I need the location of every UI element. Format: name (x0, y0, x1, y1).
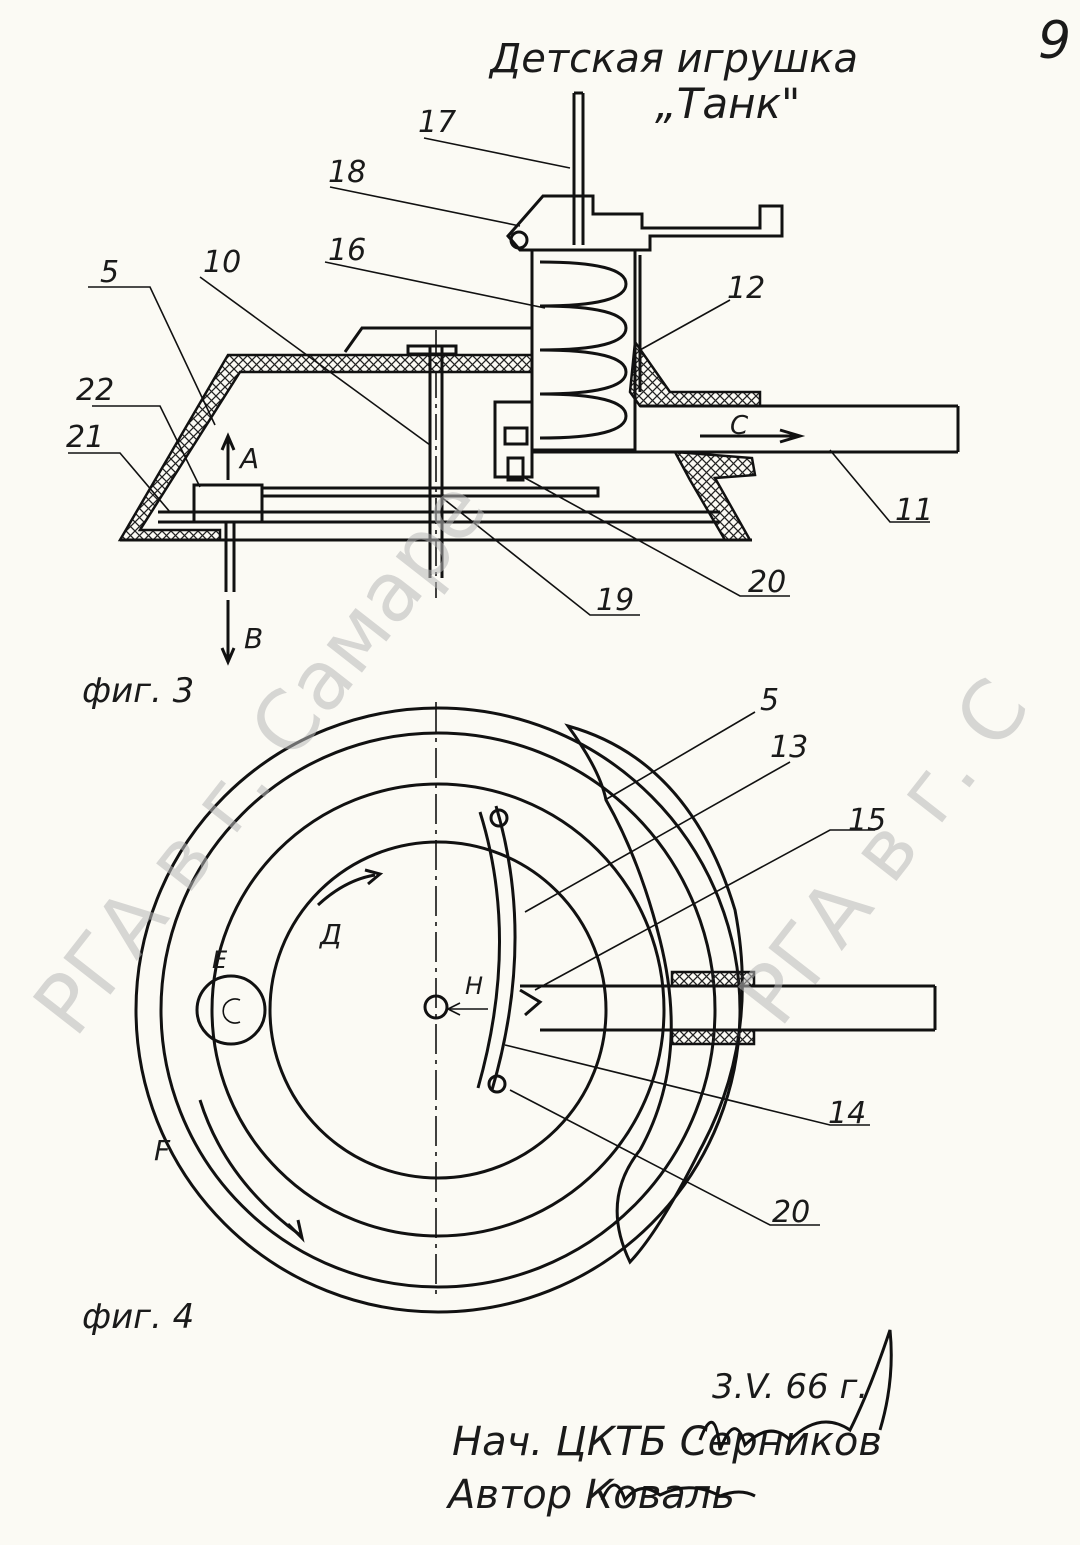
signature-date: 3.V. 66 г. (712, 1367, 868, 1407)
title-line-1: Детская игрушка (488, 36, 858, 82)
fig4-caption: фиг. 4 (82, 1297, 194, 1337)
fig4-wheel-e-label: E (212, 946, 228, 974)
hull-section-right (628, 338, 762, 408)
fig4-label-20: 20 (772, 1195, 810, 1230)
fig3-label-5: 5 (100, 255, 119, 290)
fig3-label-18: 18 (328, 155, 366, 190)
fig3-label-19: 19 (596, 583, 634, 618)
fig3-arrow-b-label: B (244, 622, 263, 655)
fig3-label-17: 17 (418, 105, 456, 140)
hull-section-left (117, 353, 534, 542)
fig3-label-20: 20 (748, 565, 786, 600)
fig3-label-11: 11 (895, 493, 933, 528)
fig4-label-15: 15 (848, 803, 886, 838)
fig3-label-16: 16 (328, 233, 366, 268)
fig4-arrow-f-label: F (154, 1134, 171, 1167)
signature-line-1: Нач. ЦКТБ Серников (452, 1419, 882, 1465)
title-line-2: „Танк" (655, 79, 800, 128)
fig3-label-12: 12 (727, 271, 765, 306)
page-number: 9 (1038, 11, 1071, 71)
fig4-arrow-d-label: Д (318, 918, 342, 951)
fig4-label-13: 13 (770, 730, 808, 765)
fig3-caption: фиг. 3 (82, 671, 194, 711)
fig3-label-10: 10 (203, 245, 241, 280)
hull-section-lower-right (672, 450, 757, 542)
handwritten-signature-2 (600, 1483, 756, 1504)
fig3-drawing (68, 91, 960, 666)
fig4-label-14: 14 (828, 1096, 866, 1131)
fig3-arrow-a-label: A (238, 442, 259, 475)
fig3-arrow-c-label: C (730, 411, 749, 441)
fig4-drawing (134, 702, 937, 1314)
fig3-label-22: 22 (76, 373, 114, 408)
signature-line-2: Автор Коваль (445, 1472, 735, 1518)
fig3-label-21: 21 (66, 420, 104, 455)
handwritten-signature-1 (698, 1329, 893, 1451)
fig4-label-5: 5 (760, 683, 779, 718)
watermark-left: РГА в г. Самаре (16, 463, 505, 1052)
fig4-arrow-h-label: H (465, 972, 483, 1000)
